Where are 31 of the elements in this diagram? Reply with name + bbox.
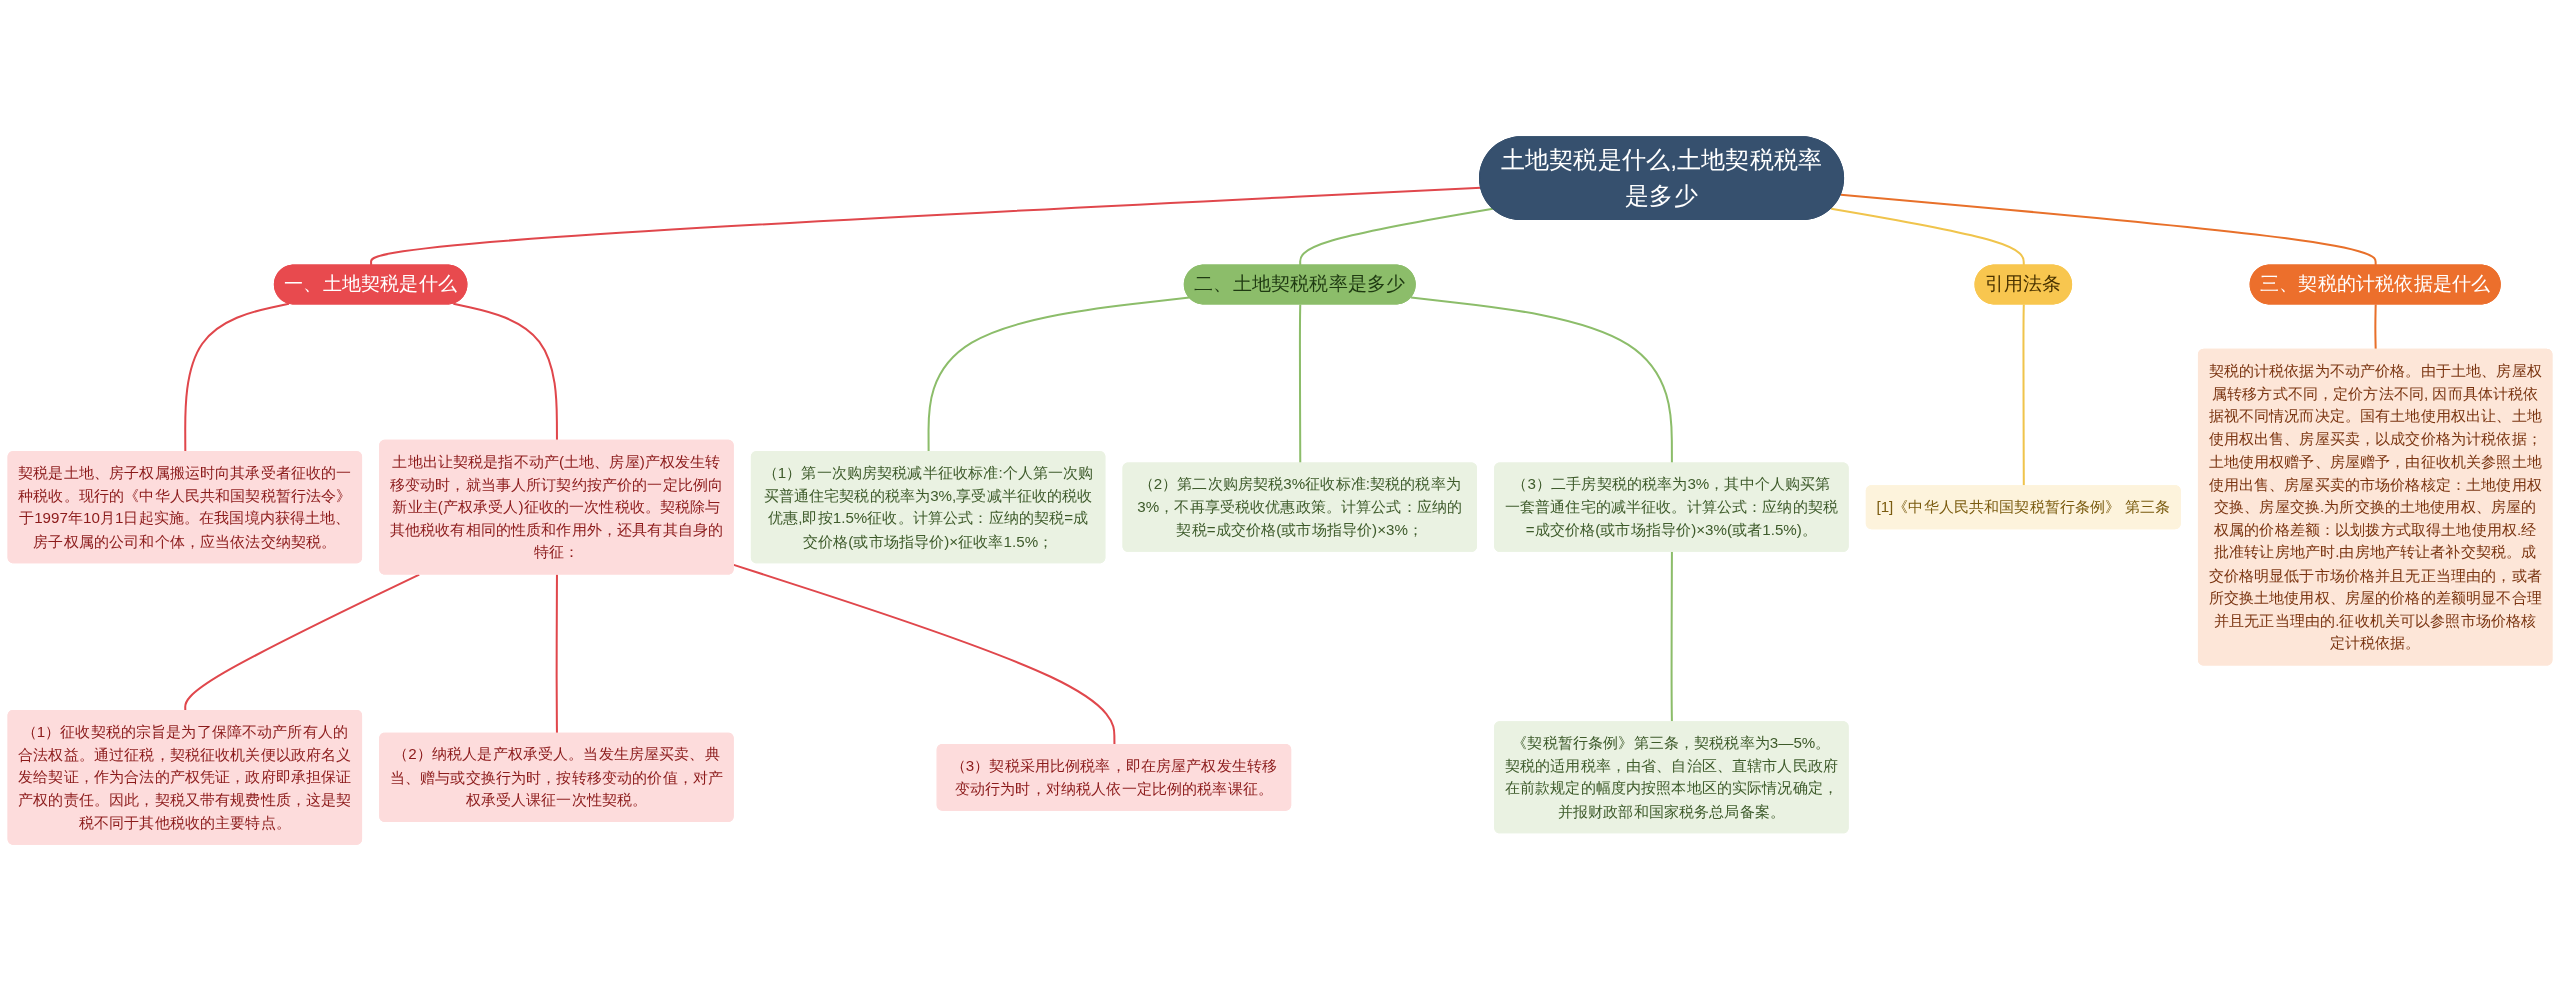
topic-node: 契税是土地、房子权属搬运时向其承受者征收的一种税收。现行的《中华人民共和国契税暂行法令》于1997年10月1日起实施。在我国境内获得土地、房子权属的公司和个体，应当依法交纳契税。 xyxy=(7,451,363,564)
connector-line xyxy=(927,296,1190,453)
connector-line xyxy=(1298,304,1302,464)
topic-node: （2）纳税人是产权承受人。当发生房屋买卖、典当、赠与或交换行为时，按转移变动的价值，对产权承受人课征一次性契税。 xyxy=(379,732,734,822)
topic-node: 三、契税的计税依据是什么 xyxy=(2249,264,2501,305)
connector-line xyxy=(184,573,420,711)
topic-node: 二、土地契税税率是多少 xyxy=(1183,264,1416,305)
topic-node: （1）征收契税的宗旨是为了保障不动产所有人的合法权益。通过征税，契税征收机关便以政府名义发给契证，作为合法的产权凭证，政府即承担保证产权的责任。因此，契税又带有规费性质，这是契税不同于其他税收的主要特点。 xyxy=(7,709,363,845)
connector-line xyxy=(1840,193,2377,266)
connector-line xyxy=(1299,207,1494,266)
connector-line xyxy=(370,186,1482,267)
connector-line xyxy=(2374,304,2377,350)
connector-line xyxy=(2022,304,2025,487)
connector-line xyxy=(1670,551,1673,723)
topic-node: [1]《中华人民共和国契税暂行条例》 第三条 xyxy=(1865,485,2181,530)
topic-node: 土地出让契税是指不动产(土地、房屋)产权发生转移变动时，就当事人所订契约按产价的一定比例向新业主(产权承受人)征收的一次性税收。契税除与其他税收有相同的性质和作用外，还具有其自身的特征： xyxy=(379,439,734,575)
connector-line xyxy=(733,563,1116,745)
topic-node: 引用法条 xyxy=(1974,264,2073,305)
connector-line xyxy=(453,302,558,441)
topic-node: （3）契税采用比例税率，即在房屋产权发生转移变动行为时，对纳税人依一定比例的税率课征。 xyxy=(936,744,1292,811)
central-topic: 土地契税是什么,土地契税税率是多少 xyxy=(1479,136,1845,221)
connector-line xyxy=(1831,207,2025,266)
connector-line xyxy=(1410,296,1673,464)
topic-node: （2）第二次购房契税3%征收标准:契税的税率为3%，不再享受税收优惠政策。计算公式：应纳的契税=成交价格(或市场指导价)×3%； xyxy=(1122,462,1477,552)
topic-node: 《契税暂行条例》第三条，契税税率为3—5%。契税的适用税率，由省、自治区、直辖市人民政府在前款规定的幅度内按照本地区的实际情况确定，并报财政部和国家税务总局备案。 xyxy=(1494,721,1849,834)
connector-line xyxy=(184,302,290,453)
topic-node: 一、土地契税是什么 xyxy=(273,264,468,305)
topic-node: （1）第一次购房契税减半征收标准:个人第一次购买普通住宅契税的税率为3%,享受减半征收的税收优惠,即按1.5%征收。计算公式：应纳的契税=成交价格(或市场指导价)×征收率1.5%； xyxy=(750,451,1106,564)
topic-node: 契税的计税依据为不动产价格。由于土地、房屋权属转移方式不同，定价方法不同, 因而具体计税依据视不同情况而决定。国有土地使用权出让、土地使用权出售、房屋买卖，以成交价格为计税依据；土地使用权赠予、房屋赠予，由征收机关参照土地使用出售、房屋买卖的市场价格核定：土地使用权交换、房屋交换.为所交换的土地使用权、房屋的权属的价格差额：以划拨方式取得土地使用权.经批准转让房地产时.由房地产转让者补交契税。成交价格明显低于市场价格并且无正当理由的，或者所交换土地使用权、房屋的价格的差额明显不合理并且无正当理由的.征收机关可以参照市场价格核定计税依据。 xyxy=(2197,348,2553,666)
connector-line xyxy=(555,574,558,734)
topic-node: （3）二手房契税的税率为3%，其中个人购买第一套普通住宅的减半征收。计算公式：应纳的契税=成交价格(或市场指导价)×3%(或者1.5%)。 xyxy=(1494,462,1849,552)
